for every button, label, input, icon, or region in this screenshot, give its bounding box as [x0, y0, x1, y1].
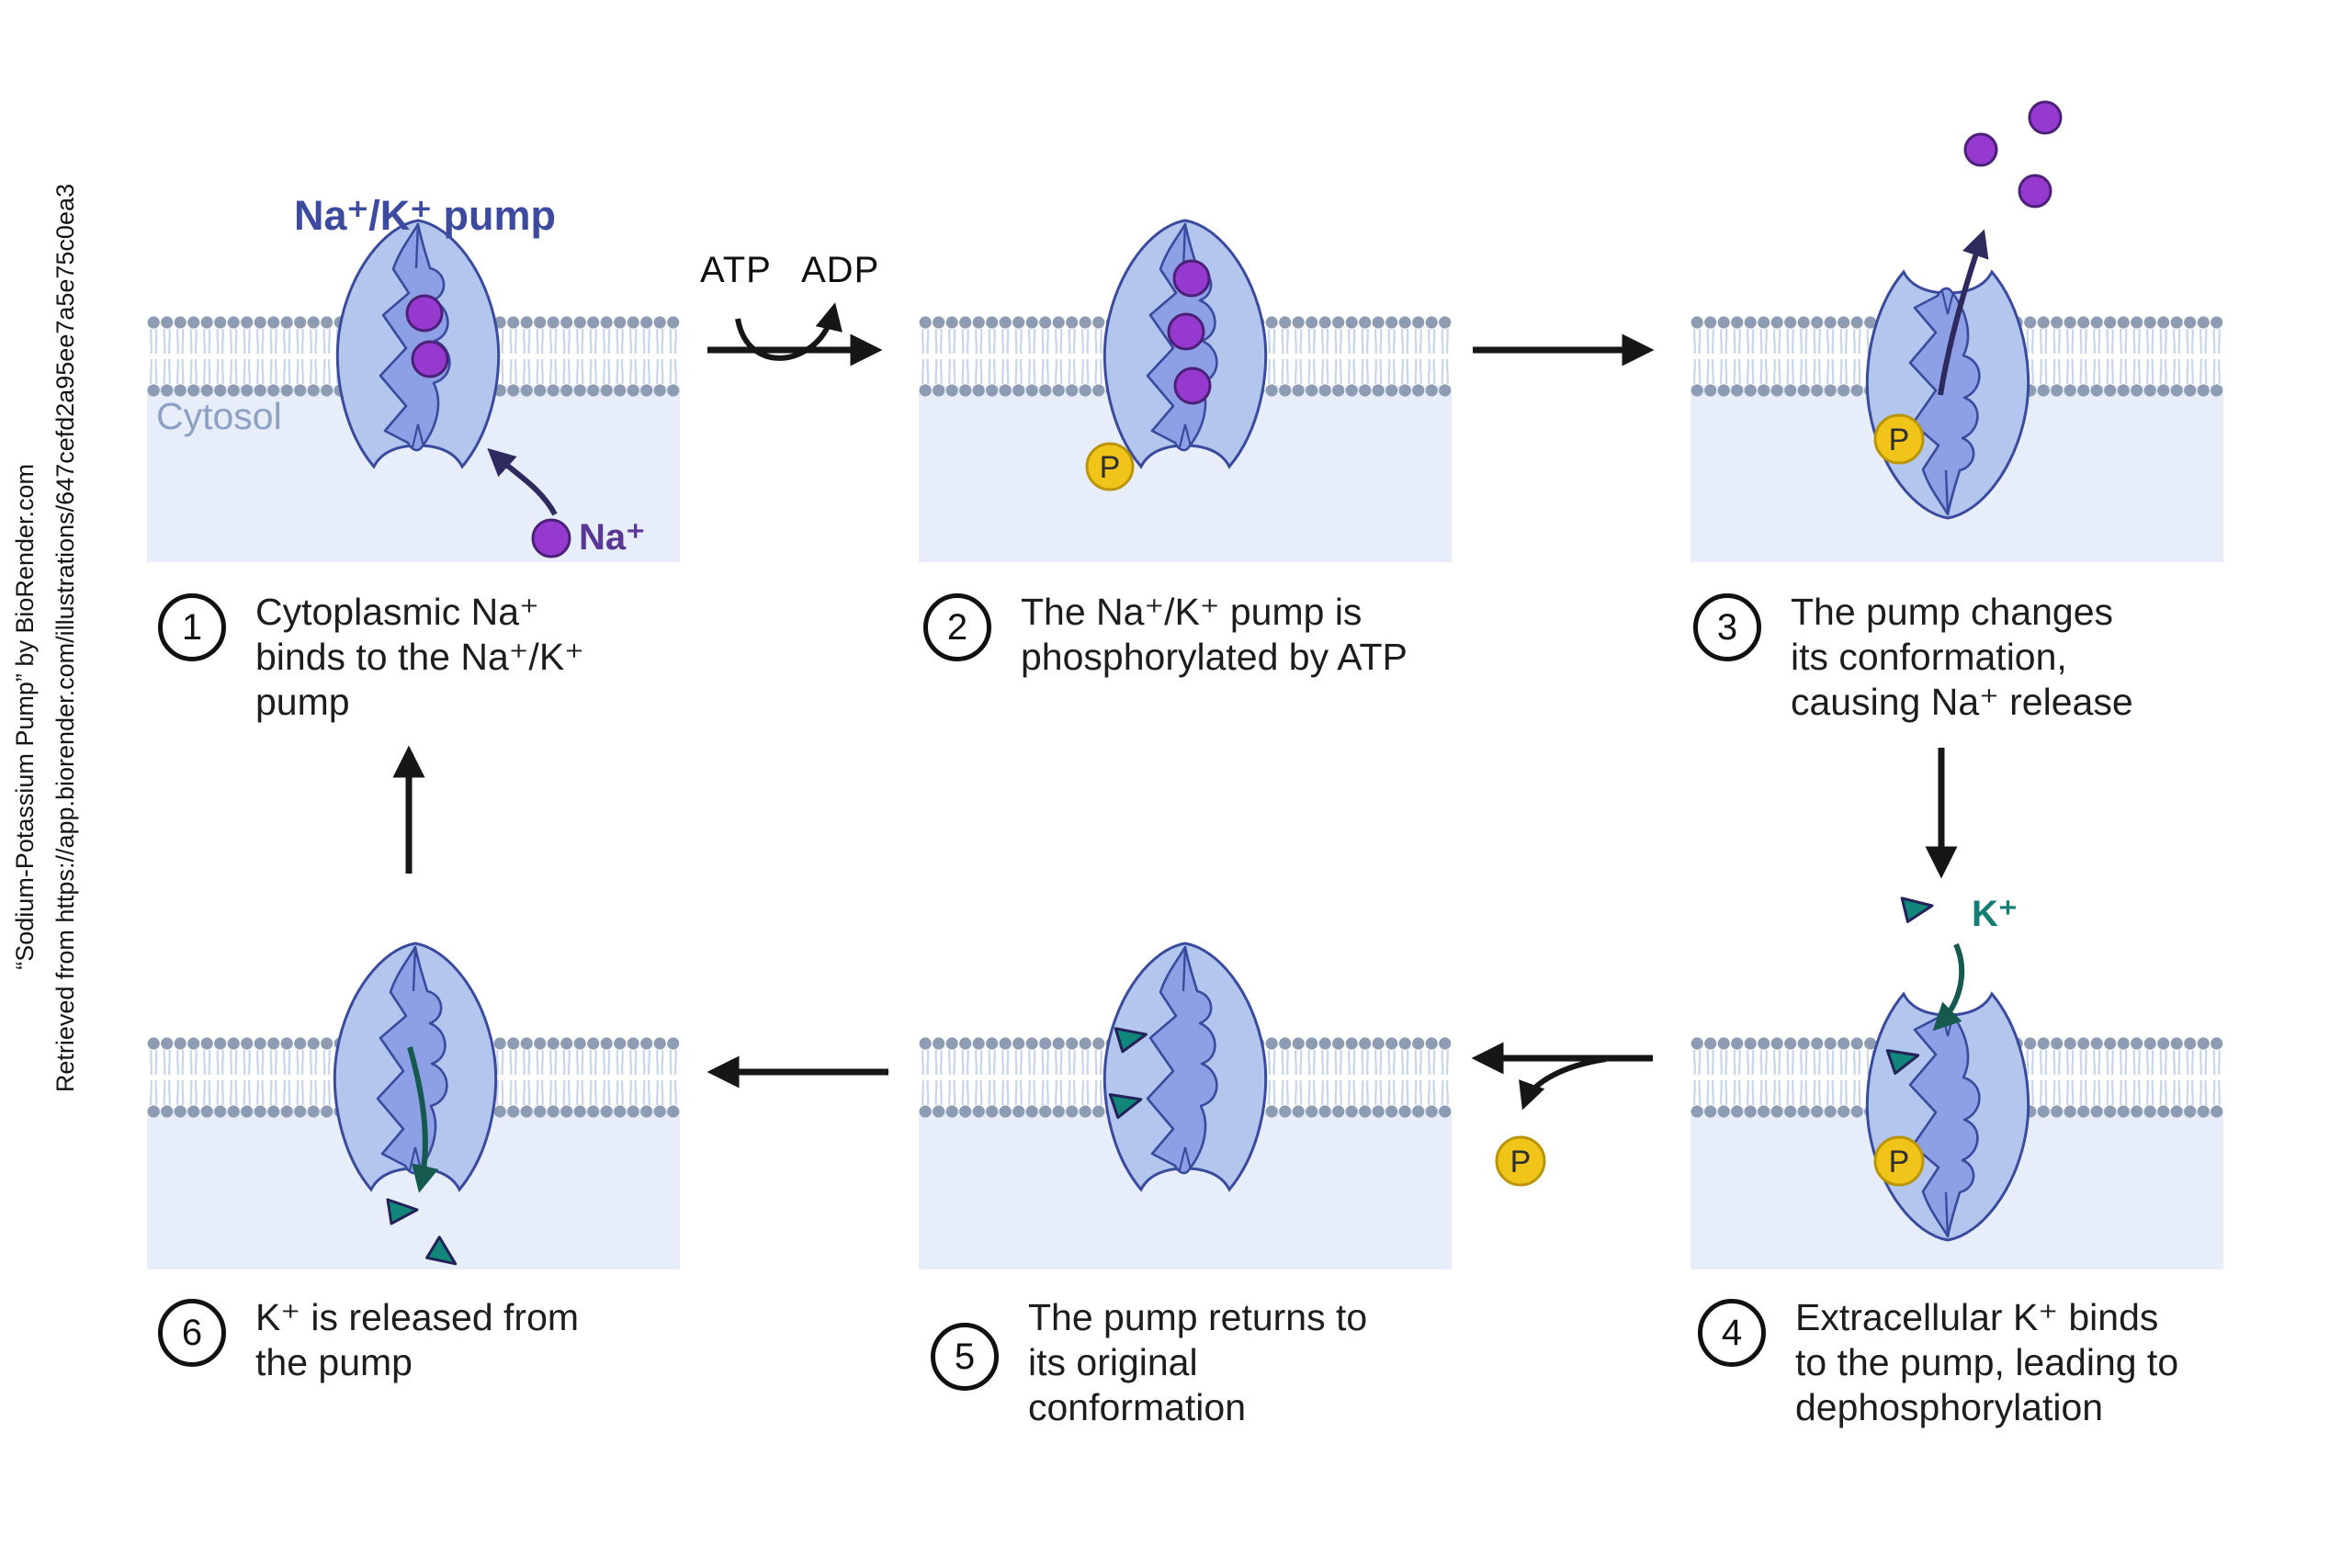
step-1-number: 1: [158, 593, 226, 661]
attribution-url: Retrieved from https://app.biorender.com…: [51, 184, 79, 1093]
phosphate-label: P: [1100, 450, 1121, 485]
step-4: 4 Extracellular K⁺ binds to the pump, le…: [1698, 1295, 2178, 1430]
step-3-number: 3: [1693, 593, 1761, 661]
phosphate-label: P: [1889, 423, 1910, 457]
adp-label: ADP: [801, 250, 880, 290]
na-ion: [411, 340, 449, 378]
k-ion: [1885, 1049, 1920, 1076]
step-number: 3: [1716, 606, 1738, 648]
step-3-text: The pump changes its conformation, causi…: [1791, 590, 2133, 725]
step-line: The pump changes: [1791, 591, 2114, 633]
phosphate-label: P: [1889, 1145, 1910, 1179]
step-line: its original: [1028, 1341, 1198, 1383]
k-entry-arrow: [1932, 942, 1965, 1032]
step-line: to the pump, leading to: [1795, 1341, 2179, 1383]
step-line: The pump returns to: [1028, 1296, 1368, 1338]
phosphate-badge: [1873, 413, 1925, 465]
phosphate-badge: [1495, 1135, 1546, 1187]
step-2-number: 2: [923, 593, 991, 661]
na-ion: [2018, 174, 2052, 209]
step-line: binds to the Na⁺/K⁺: [255, 636, 584, 678]
step-line: K⁺ is released from: [255, 1296, 580, 1338]
phosphate-badge: [1085, 442, 1135, 491]
na-ion: [1172, 259, 1211, 298]
na-ion: [1167, 312, 1205, 351]
step-number: 4: [1721, 1312, 1743, 1353]
k-ion: [425, 1235, 458, 1266]
na-ion-label: Na⁺: [579, 517, 646, 558]
k-ion: [386, 1198, 419, 1225]
step-4-number: 4: [1698, 1299, 1766, 1367]
k-ion-label: K⁺: [1972, 894, 2018, 934]
step-line: its conformation,: [1791, 636, 2067, 678]
step-2-text: The Na⁺/K⁺ pump is phosphorylated by ATP: [1021, 590, 1408, 680]
atp-label: ATP: [700, 250, 772, 290]
step-1-text: Cytoplasmic Na⁺ binds to the Na⁺/K⁺ pump: [255, 590, 584, 725]
step-number: 2: [946, 606, 968, 648]
k-ion: [1108, 1093, 1143, 1120]
k-release-arrow: [407, 1046, 439, 1193]
pump-title: Na⁺/K⁺ pump: [294, 192, 557, 239]
phosphate-label: P: [1510, 1145, 1532, 1179]
step-line: pump: [255, 681, 350, 723]
step-4-text: Extracellular K⁺ binds to the pump, lead…: [1795, 1295, 2178, 1430]
phosphate-release-arc: [1519, 1056, 1607, 1111]
step-5: 5 The pump returns to its original confo…: [931, 1295, 1367, 1430]
na-entry-arrow: [487, 447, 558, 516]
cytosol-label: Cytosol: [156, 395, 282, 437]
step-number: 5: [954, 1336, 976, 1377]
na-ion: [405, 294, 444, 333]
na-release-arrow: [1938, 229, 1989, 396]
step-number: 1: [181, 606, 203, 648]
na-ion: [1173, 367, 1212, 405]
step-line: Extracellular K⁺ binds: [1795, 1296, 2159, 1338]
k-ion: [1900, 897, 1934, 923]
step-5-text: The pump returns to its original conform…: [1028, 1295, 1367, 1430]
na-ion: [1963, 132, 1998, 167]
na-ion: [531, 518, 571, 558]
attribution-source-title: “Sodium-Potassium Pump” by BioRender.com: [11, 464, 39, 970]
step-3: 3 The pump changes its conformation, cau…: [1693, 590, 2133, 725]
step-number: 6: [181, 1312, 203, 1353]
step-5-number: 5: [931, 1323, 999, 1391]
atp-adp-reaction-arc: [735, 302, 842, 361]
step-1: 1 Cytoplasmic Na⁺ binds to the Na⁺/K⁺ pu…: [158, 590, 584, 725]
step-6: 6 K⁺ is released from the pump: [158, 1295, 579, 1385]
step-line: conformation: [1028, 1386, 1247, 1428]
k-ion: [1114, 1027, 1148, 1054]
step-6-number: 6: [158, 1299, 226, 1367]
na-ion: [2028, 100, 2063, 135]
step-line: causing Na⁺ release: [1791, 681, 2133, 723]
step-line: dephosphorylation: [1795, 1386, 2104, 1428]
step-line: the pump: [255, 1341, 413, 1383]
step-line: The Na⁺/K⁺ pump is: [1021, 591, 1363, 633]
phosphate-badge: [1873, 1135, 1925, 1187]
step-line: phosphorylated by ATP: [1021, 636, 1408, 678]
step-6-text: K⁺ is released from the pump: [255, 1295, 579, 1385]
step-line: Cytoplasmic Na⁺: [255, 591, 539, 633]
step-2: 2 The Na⁺/K⁺ pump is phosphorylated by A…: [923, 590, 1408, 680]
